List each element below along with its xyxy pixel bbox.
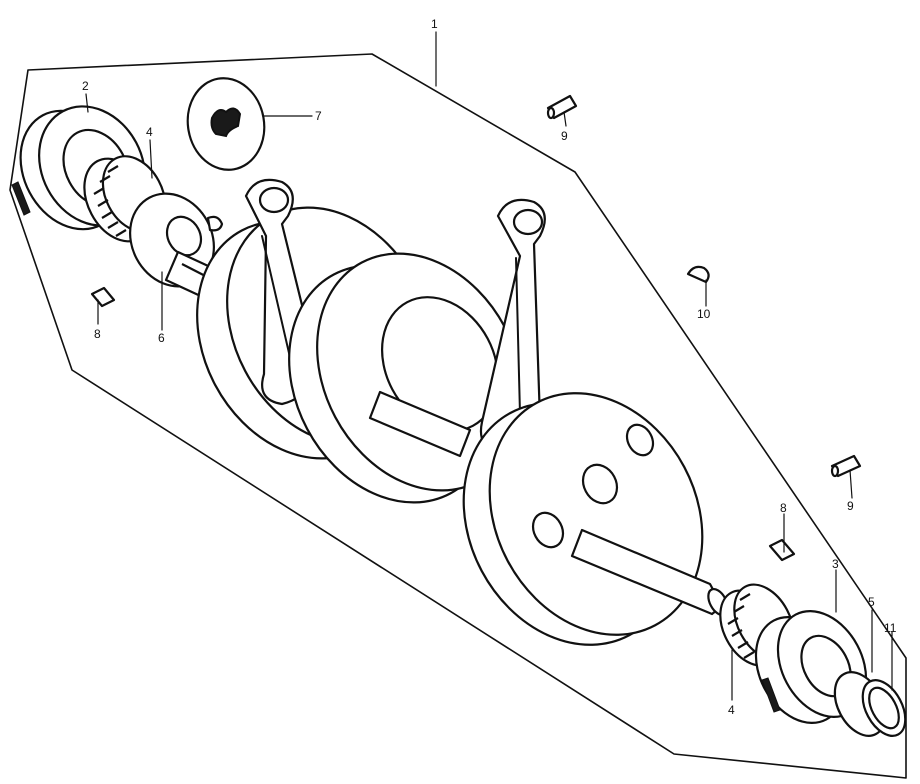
assembly-outline bbox=[9, 53, 907, 779]
callout-4-left: 4 bbox=[146, 125, 153, 139]
callout-10: 10 bbox=[697, 307, 711, 321]
key-8-right bbox=[768, 538, 796, 562]
right-flywheel bbox=[462, 392, 704, 646]
crank-pin bbox=[368, 390, 472, 458]
woodruff-key-10 bbox=[686, 265, 710, 284]
right-connecting-rod bbox=[479, 198, 546, 456]
callout-9-top: 9 bbox=[561, 129, 568, 143]
callout-11: 11 bbox=[884, 621, 897, 635]
callout-4-right: 4 bbox=[728, 703, 735, 717]
callout-5: 5 bbox=[868, 595, 875, 609]
callout-labels: 1 2 4 7 9 6 8 10 9 8 3 5 11 4 bbox=[82, 17, 897, 717]
callout-8-right: 8 bbox=[780, 501, 787, 515]
leader-lines bbox=[85, 31, 893, 701]
callout-9-right: 9 bbox=[847, 499, 854, 513]
callout-6: 6 bbox=[158, 331, 165, 345]
key-8-left bbox=[90, 286, 116, 308]
callout-8-left: 8 bbox=[94, 327, 101, 341]
cam-plate bbox=[186, 77, 266, 171]
dowel-pin-9-right bbox=[830, 454, 862, 478]
dowel-pin-9-top bbox=[546, 94, 578, 120]
callout-1: 1 bbox=[431, 17, 438, 31]
callout-2: 2 bbox=[82, 79, 89, 93]
callout-3: 3 bbox=[832, 557, 839, 571]
callout-7: 7 bbox=[315, 109, 322, 123]
